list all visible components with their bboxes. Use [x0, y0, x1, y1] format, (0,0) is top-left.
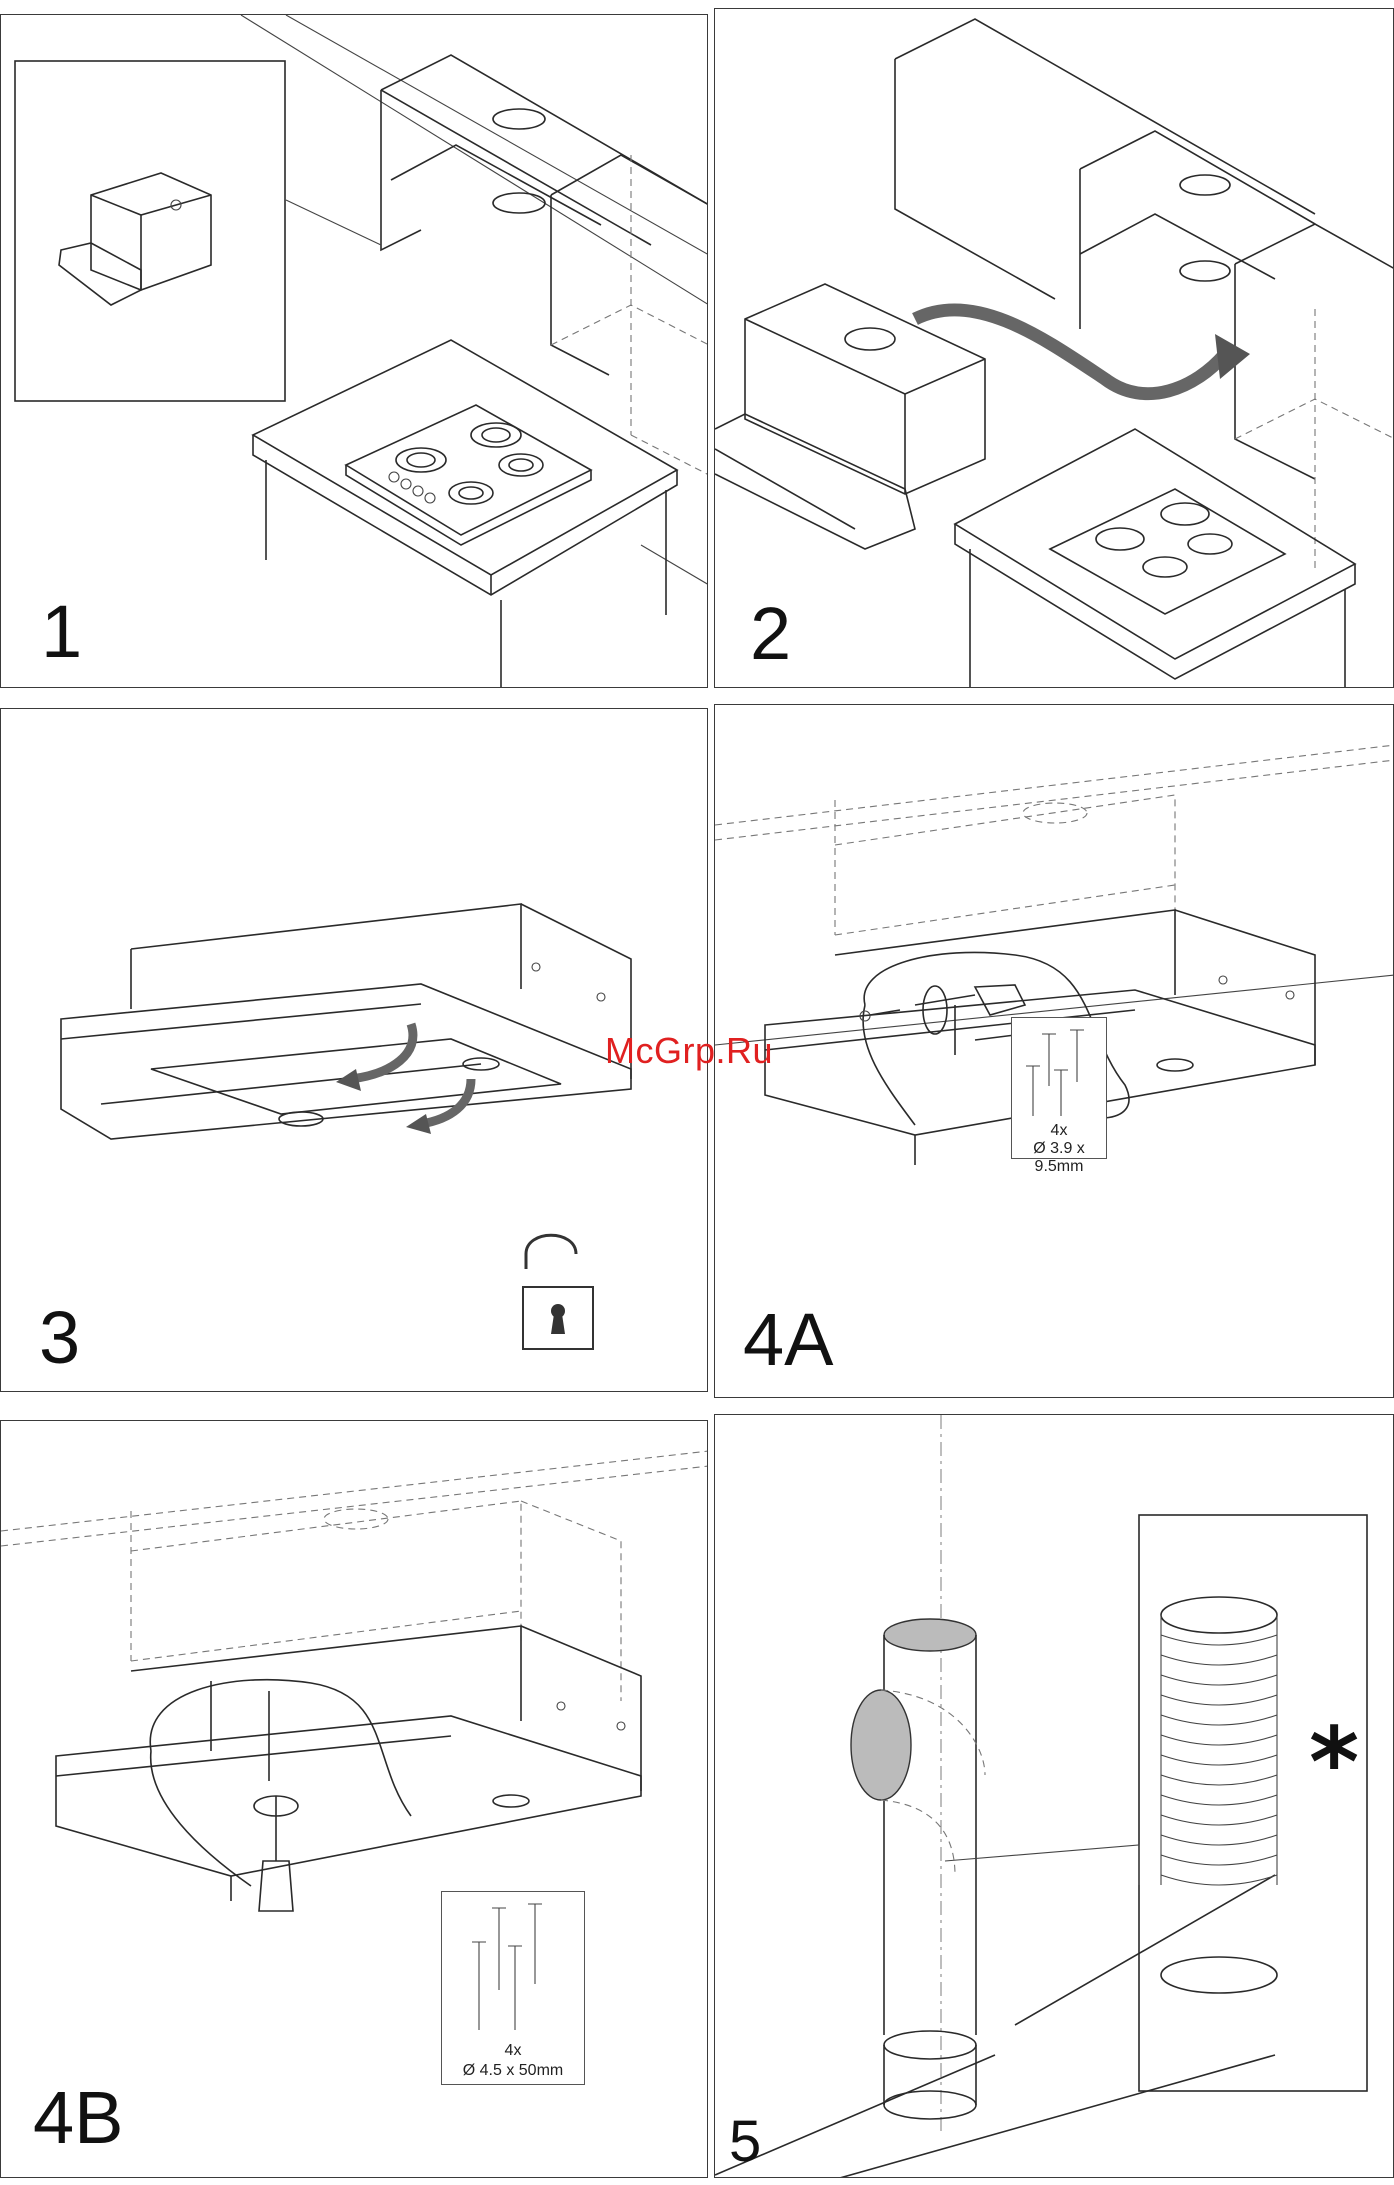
step-2-panel: 2 — [714, 8, 1394, 688]
step-number: 1 — [41, 595, 82, 669]
screw-spec-box: 4x Ø 3.9 x 9.5mm — [1011, 1017, 1107, 1159]
step-number: 4B — [33, 2081, 124, 2155]
step-4a-panel: 4x Ø 3.9 x 9.5mm 4A — [714, 704, 1394, 1398]
screw-quantity: 4x — [1012, 1122, 1106, 1140]
step-number: 5 — [729, 2113, 761, 2171]
note-asterisk: * — [1309, 1715, 1359, 1811]
unlock-padlock-icon — [523, 1235, 593, 1349]
watermark: McGrp.Ru — [605, 1030, 773, 1072]
step-1-panel: 1 — [0, 14, 708, 688]
screw-size: Ø 4.5 x 50mm — [442, 2062, 584, 2080]
step-number: 2 — [750, 597, 791, 671]
step-4b-panel: 4x Ø 4.5 x 50mm 4B — [0, 1420, 708, 2178]
screws-icon — [442, 1898, 586, 2038]
screw-spec-box: 4x Ø 4.5 x 50mm — [441, 1891, 585, 2085]
step-5-panel: * 5 — [714, 1414, 1394, 2178]
screws-icon — [1012, 1024, 1108, 1124]
step-5-illustration — [715, 1415, 1394, 2178]
step-1-illustration — [1, 15, 708, 688]
step-3-panel: 3 — [0, 708, 708, 1392]
screw-quantity: 4x — [442, 2042, 584, 2060]
step-4b-illustration — [1, 1421, 708, 2178]
rotate-screwdriver-icon — [254, 1796, 298, 1911]
step-3-illustration — [1, 709, 708, 1392]
step-number: 4A — [743, 1303, 834, 1377]
step-2-illustration — [715, 9, 1394, 688]
direction-arrow-icon — [1215, 334, 1250, 379]
screw-size: Ø 3.9 x 9.5mm — [1012, 1140, 1106, 1176]
step-number: 3 — [39, 1301, 80, 1375]
